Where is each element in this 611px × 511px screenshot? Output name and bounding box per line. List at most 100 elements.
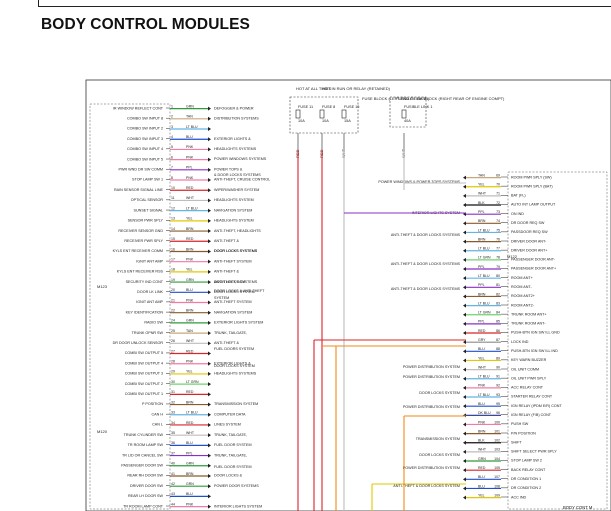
arrow-icon: [208, 443, 211, 448]
pin-number: 105: [494, 466, 500, 470]
pin-function-label: DRIVER DOOR SW: [130, 484, 164, 488]
wire-color-label: PPL: [186, 451, 193, 455]
pin-function-label: ON IND: [511, 212, 524, 216]
pin-number: 2: [171, 115, 173, 119]
arrow-icon: [208, 290, 211, 295]
wire-color-label: PNK: [478, 420, 486, 424]
pin-number: 42: [171, 482, 175, 486]
pin-function-label: TRUNK ROOM ANT-: [511, 322, 546, 326]
wire-color-label: WHT: [478, 365, 487, 369]
pin-function-label: TRUNK OPNR SW: [132, 331, 164, 335]
pin-destination-label: ANTI-THEFT SYSTEM: [214, 300, 252, 304]
wire-color-label: BLK: [478, 201, 485, 205]
pin-number: 73: [496, 210, 500, 214]
pin-function-label: COMBO SW INPUT 5: [127, 157, 163, 161]
arrow-icon: [208, 218, 211, 223]
wire-color-label: WHT: [186, 339, 195, 343]
pin-destination-label: DOOR LOCKS &: [214, 474, 243, 478]
fuse-icon: [341, 109, 347, 119]
wire-color-label: BLU: [478, 402, 485, 406]
page-title: BODY CONTROL MODULES: [41, 16, 250, 33]
pin-destination-label: FUEL DOOR SYSTEM: [214, 443, 252, 447]
arrow-icon: [208, 300, 211, 305]
arrow-icon: [463, 367, 466, 372]
arrow-icon: [208, 310, 211, 315]
pin-number: 77: [496, 247, 500, 251]
pin-number: 43: [171, 492, 175, 496]
pin-number: 81: [496, 283, 500, 287]
pin-number: 29: [171, 370, 175, 374]
pin-destination-label: HEADLIGHTS SYSTEMS: [214, 147, 257, 151]
pin-function-label: TR LID OR CANCEL SW: [122, 453, 164, 457]
arrow-icon: [208, 157, 211, 162]
arrow-icon: [208, 453, 211, 458]
diagram-frame: [85, 79, 611, 511]
arrow-icon: [463, 431, 466, 436]
arrow-icon: [208, 473, 211, 478]
pin-number: 28: [171, 360, 175, 364]
right-destination-label: TRANSMISSION SYSTEM: [416, 437, 460, 441]
pin-function-label: STOP LAMP SW 2: [511, 459, 542, 463]
pin-number: 41: [171, 472, 175, 476]
arrow-icon: [463, 358, 466, 363]
pin-number: 11: [171, 196, 175, 200]
wire-color-label: PNK: [186, 176, 194, 180]
pin-destination-label: WIPER/WASHER SYSTEM: [214, 188, 259, 192]
pin-destination-label: ANTI-THEFT SYSTEM: [214, 259, 252, 263]
pin-function-label: COMBO SW INPUT 2: [127, 127, 163, 131]
pin-function-label: DR CONDITION 2: [511, 486, 541, 490]
pin-function-label: SECURITY IND CONT: [126, 280, 164, 284]
wire-color-label: BRN: [478, 219, 486, 223]
pin-number: 95: [496, 402, 500, 406]
arrow-icon: [208, 167, 211, 172]
arrow-icon: [463, 294, 466, 299]
pin-number: 30: [171, 380, 175, 384]
pin-destination-label: NAVIGATION SYSTEM: [214, 208, 252, 212]
pin-destination-label: DOOR LOCKS & ANTI-THEFT: [214, 289, 265, 293]
pin-number: 15: [171, 237, 175, 241]
arrow-icon: [463, 376, 466, 381]
arrow-icon: [208, 412, 211, 417]
wire-color-label: TAN: [478, 173, 485, 177]
pin-number: 92: [496, 384, 500, 388]
fuse-hot-in-run: HOT IN RUN OR RELAY (RETAINED): [322, 86, 391, 91]
arrow-icon: [208, 341, 211, 346]
wire-color-label: RED: [478, 466, 486, 470]
pin-function-label: RECEIVER PWR SPLY: [124, 239, 163, 243]
arrow-icon: [208, 147, 211, 152]
pin-function-label: DRIVER DOOR ANT-: [511, 239, 547, 243]
arrow-icon: [208, 269, 211, 274]
pin-number: 1: [171, 104, 173, 108]
pin-function-label: PUSH-BTN IGN SW ILL IND: [511, 349, 558, 353]
wire-color-label: BRN: [478, 237, 486, 241]
arrow-icon: [463, 203, 466, 208]
pin-number: 34: [171, 421, 175, 425]
wire-color-label: WHT: [186, 196, 195, 200]
pin-function-label: BACK RELAY CONT: [511, 468, 546, 472]
header-rule-tick: [38, 0, 39, 7]
arrow-icon: [208, 463, 211, 468]
pin-destination-label: NAVIGATION SYSTEM: [214, 310, 252, 314]
pin-function-label: PASSENGER DOOR ANT-: [511, 258, 556, 262]
pin-destination-label: HEADLIGHTS SYSTEM: [214, 219, 254, 223]
pin-function-label: ROOM ANT+: [511, 276, 533, 280]
wire-color-label: LT BLU: [478, 247, 490, 251]
